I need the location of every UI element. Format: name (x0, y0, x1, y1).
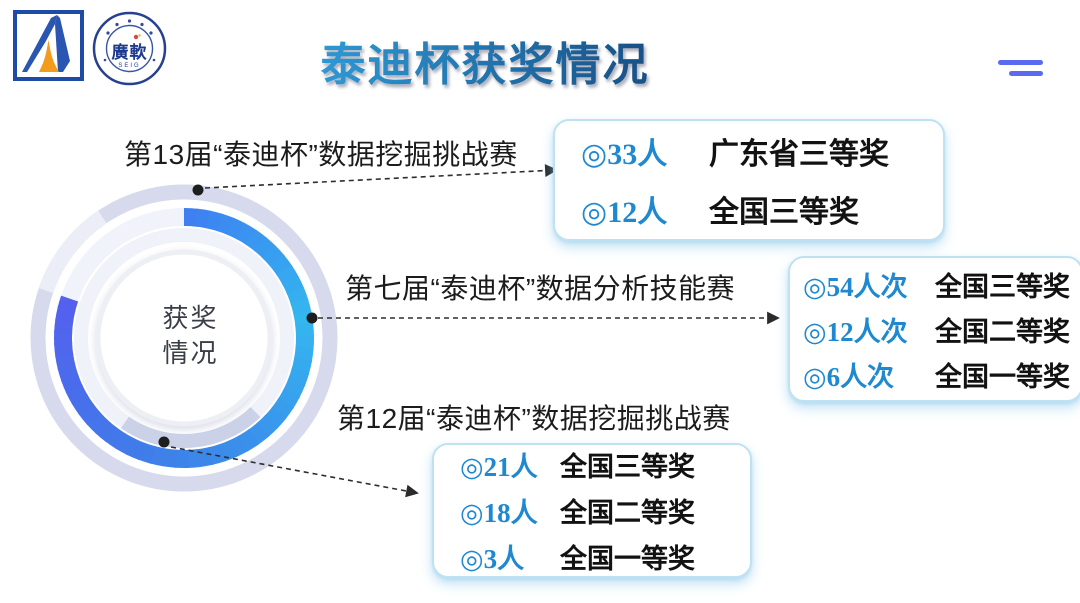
award-name: 广东省三等奖 (709, 138, 889, 171)
seal-red-accent (133, 34, 139, 40)
seal-outer-ring (92, 11, 167, 86)
award-name: 全国一等奖 (560, 544, 695, 574)
award-row: ◎3人 全国一等奖 (460, 537, 750, 576)
school-seal (92, 11, 167, 86)
page-title: 泰迪杯获奖情况 (290, 28, 680, 93)
award-name: 全国一等奖 (935, 361, 1070, 392)
award-count: ◎54人次 (803, 271, 908, 302)
connector-3 (170, 446, 419, 498)
award-name: 全国三等奖 (709, 196, 859, 229)
competition-label-2: 第七届“泰迪杯”数据分析技能赛 (345, 273, 736, 304)
bullet-icon: ◎ (803, 271, 827, 302)
seal-yellow-accent (138, 34, 141, 37)
seal-center-text: 廣軟 (111, 43, 148, 62)
award-card-3: ◎21人 全国三等奖 ◎18人 全国二等奖 ◎3人 全国一等奖 (432, 443, 752, 578)
award-row: ◎54人次 全国三等奖 (803, 265, 1080, 304)
seal-inner-ring (105, 24, 154, 73)
connectors (170, 164, 780, 498)
competition-label-1: 第13届“泰迪杯”数据挖掘挑战赛 (124, 139, 518, 170)
bullet-icon: ◎ (460, 452, 484, 482)
bullet-icon: ◎ (803, 361, 827, 392)
award-row: ◎21人 全国三等奖 (460, 445, 750, 484)
bullet-icon: ◎ (803, 316, 827, 347)
anchor-dot-1 (192, 184, 204, 196)
menu-line-bottom (1009, 71, 1043, 76)
award-name: 全国三等奖 (935, 271, 1070, 302)
bullet-icon: ◎ (581, 138, 608, 171)
anchor-dots (158, 184, 318, 448)
logo-orange-tree (39, 40, 59, 72)
competition-label-3: 第12届“泰迪杯”数据挖掘挑战赛 (337, 403, 731, 434)
award-name: 全国三等奖 (560, 452, 695, 482)
award-count: ◎6人次 (803, 361, 895, 392)
bullet-icon: ◎ (581, 196, 608, 229)
seal-band-marks (103, 19, 156, 62)
award-count: ◎3人 (460, 544, 525, 574)
center-label-line1: 获奖 (162, 303, 219, 333)
award-name: 全国二等奖 (935, 316, 1070, 347)
logo-left-peak (22, 15, 57, 72)
award-row: ◎12人 全国三等奖 (581, 187, 943, 231)
bullet-icon: ◎ (460, 498, 484, 528)
award-card-2: ◎54人次 全国三等奖 ◎12人次 全国二等奖 ◎6人次 全国一等奖 (788, 256, 1080, 402)
award-count: ◎18人 (460, 498, 538, 528)
award-row: ◎12人次 全国二等奖 (803, 310, 1080, 349)
award-count: ◎21人 (460, 452, 538, 482)
award-count: ◎33人 (581, 138, 668, 171)
anchor-dot-2 (306, 312, 318, 324)
menu-line-top (998, 60, 1043, 65)
award-count: ◎12人 (581, 196, 668, 229)
logo-right-peak (55, 15, 70, 72)
bullet-icon: ◎ (460, 544, 484, 574)
anchor-dot-3 (158, 436, 170, 448)
award-name: 全国二等奖 (560, 498, 695, 528)
rings-center-label: 获奖 情况 (118, 301, 263, 371)
award-rings (30, 184, 338, 492)
award-count: ◎12人次 (803, 316, 908, 347)
seal-bottom-text: SEIG (118, 63, 141, 69)
center-label-line2: 情况 (162, 338, 219, 368)
award-row: ◎33人 广东省三等奖 (581, 129, 943, 173)
award-row: ◎6人次 全国一等奖 (803, 355, 1080, 394)
award-card-1: ◎33人 广东省三等奖 ◎12人 全国三等奖 (553, 119, 945, 241)
connector-1 (204, 164, 558, 189)
school-logo (13, 10, 84, 81)
award-row: ◎18人 全国二等奖 (460, 491, 750, 530)
